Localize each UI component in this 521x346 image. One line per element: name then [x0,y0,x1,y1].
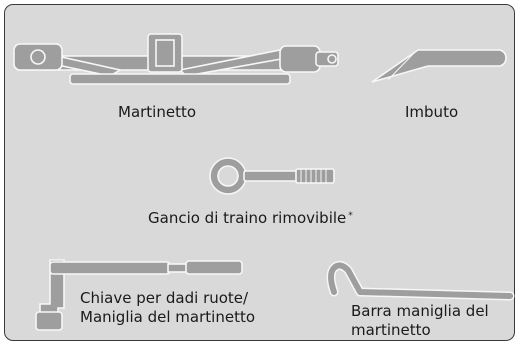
jack-icon [13,33,339,85]
tow-hook-label: Gancio di traino rimovibile* [148,209,353,227]
funnel-icon [371,49,507,83]
wheel-wrench-label-line1: Chiave per dadi ruote/ [80,289,249,307]
funnel-label: Imbuto [405,103,459,121]
wheel-wrench-label-line2: Maniglia del martinetto [80,308,256,326]
tow-hook-icon [209,157,335,195]
jack-handle-bar-label-line2: martinetto [351,321,431,339]
jack-label: Martinetto [118,103,197,121]
wheel-wrench-icon [35,259,243,331]
jack-handle-bar-icon [326,260,515,301]
jack-handle-bar-label-line1: Barra maniglia del [351,302,489,320]
